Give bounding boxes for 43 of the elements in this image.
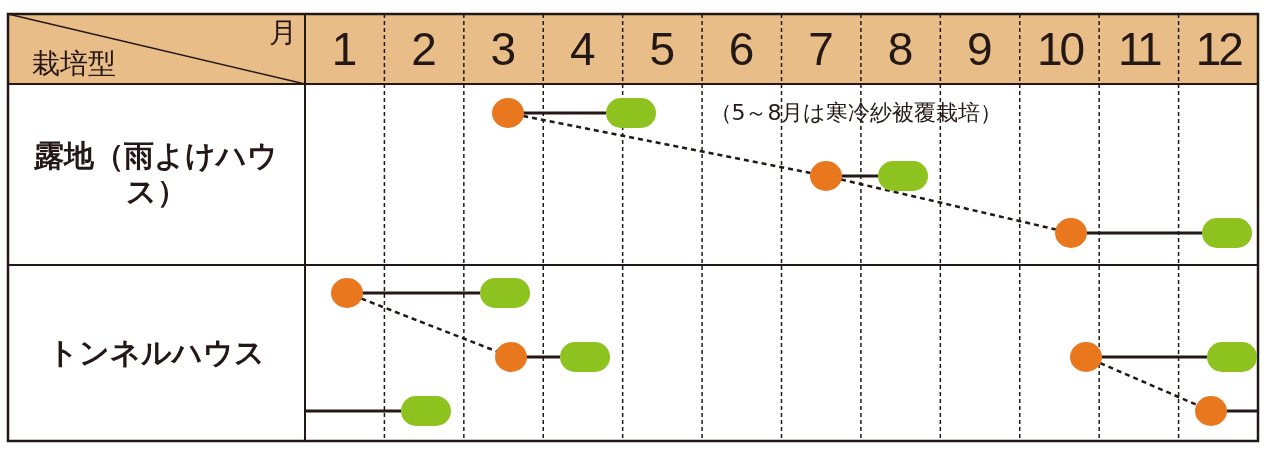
- dashed-connector: [522, 114, 812, 175]
- month-number: 8: [887, 21, 914, 77]
- month-number: 10: [1036, 21, 1083, 77]
- month-number: 7: [808, 21, 834, 77]
- bar-marker: [480, 278, 530, 308]
- connector-line: [305, 409, 401, 413]
- month-number: 2: [411, 21, 437, 77]
- bar-marker: [878, 161, 928, 191]
- bar-marker: [560, 342, 610, 372]
- circle-marker: [1195, 396, 1227, 426]
- circle-marker: [331, 278, 363, 308]
- bar-marker: [1202, 218, 1252, 248]
- row-label: 露地（雨よけハウス）: [33, 138, 279, 210]
- month-number: 1: [331, 21, 358, 77]
- circle-marker: [495, 342, 527, 372]
- connector-line: [523, 111, 606, 115]
- circle-marker: [1055, 218, 1087, 248]
- circle-marker: [492, 98, 524, 128]
- bar-marker: [401, 396, 451, 426]
- connector-line: [526, 355, 560, 359]
- row-label: トンネルハウス: [47, 335, 265, 371]
- month-number: 9: [967, 21, 993, 77]
- note-text: （5～8月は寒冷紗被覆栽培）: [709, 100, 1003, 127]
- month-number: 4: [569, 21, 596, 77]
- month-number: 12: [1195, 21, 1241, 77]
- row-heading: 栽培型: [32, 47, 116, 81]
- dashed-connector: [840, 178, 1057, 231]
- connector-line: [841, 174, 878, 178]
- bar-marker: [1207, 342, 1257, 372]
- month-number: 5: [649, 21, 675, 77]
- circle-marker: [810, 161, 842, 191]
- dashed-connector: [1099, 362, 1198, 406]
- connector-line: [1086, 231, 1202, 235]
- month-number: 3: [490, 21, 517, 77]
- month-number: 11: [1117, 21, 1160, 77]
- connector-line: [1101, 355, 1207, 359]
- month-number: 6: [728, 21, 755, 77]
- bar-marker: [606, 98, 656, 128]
- circle-marker: [1070, 342, 1102, 372]
- connector-line: [362, 291, 480, 295]
- connector-line: [1226, 409, 1258, 413]
- dashed-connector: [361, 297, 497, 353]
- column-heading: 月: [269, 16, 297, 50]
